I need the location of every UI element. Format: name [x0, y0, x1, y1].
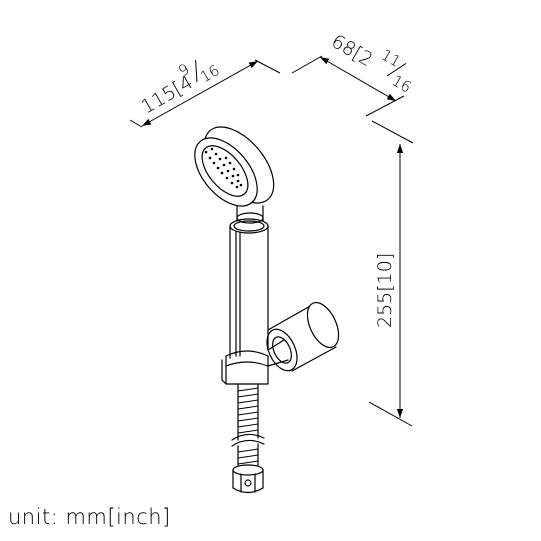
dimension-height: 255[10]: [368, 120, 414, 427]
head-neck-ring: [236, 212, 264, 224]
fraction-slash: [195, 59, 198, 83]
hose-break: [231, 433, 265, 447]
unit-label: unit: mm[inch]: [8, 505, 171, 529]
holder-depth-denominator: 16: [389, 71, 415, 96]
height-label: 255[10]: [374, 253, 396, 328]
nut-hole: [244, 479, 252, 487]
mount-front-face: [306, 301, 340, 349]
fraction-slash: [387, 63, 407, 77]
nut-bottom: [232, 487, 264, 494]
hose-coils-lower: [237, 448, 259, 465]
extension-line: [254, 59, 281, 74]
handle-highlight: [235, 231, 241, 357]
dimension-head-width: 115[4 9 16: [129, 59, 281, 128]
holder-clamp-top: [225, 350, 269, 357]
dimension-line: [319, 56, 397, 102]
spray-nozzles: [204, 147, 243, 189]
holder-clamp-band: [225, 361, 269, 367]
nut-top: [232, 464, 264, 476]
holder-clamp-edge: [221, 359, 227, 385]
extension-line: [365, 95, 405, 117]
dimension-holder-depth: 68[2 11 16: [291, 30, 415, 117]
extension-line: [129, 119, 143, 128]
extension-line: [368, 401, 413, 427]
dimension-line: [141, 60, 259, 127]
handle-top-inner: [233, 220, 265, 232]
hose: [231, 384, 265, 467]
nut-faces: [232, 469, 264, 493]
extension-line: [291, 55, 323, 74]
extension-line: [371, 120, 414, 144]
mount-sides: [267, 304, 337, 372]
wall-holder: [221, 301, 340, 385]
shower-head: [194, 126, 275, 224]
hose-nut: [232, 464, 264, 494]
holder-clamp: [225, 355, 269, 385]
spray-face: [201, 145, 249, 197]
mount-inner-ring: [272, 336, 292, 364]
holder-arm: [267, 339, 289, 367]
head-width-label: 115[4: [138, 71, 197, 118]
mount-back-face: [266, 328, 298, 372]
hose-coils: [237, 387, 259, 434]
handle: [229, 218, 269, 359]
hose-outline: [237, 384, 259, 441]
head-face: [194, 137, 258, 207]
